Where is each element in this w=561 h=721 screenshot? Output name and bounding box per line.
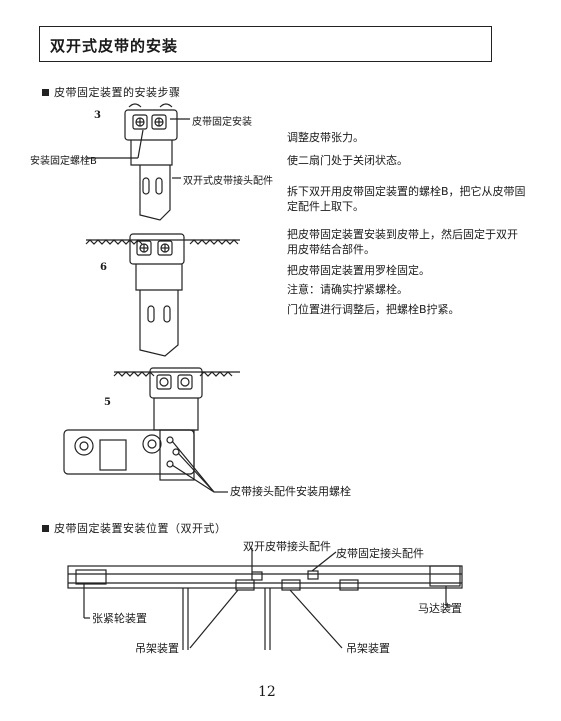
figure-3-drawing xyxy=(86,103,190,221)
title-box: 双开式皮带的安装 xyxy=(39,26,492,62)
label-hanger-right: 吊架装置 xyxy=(346,642,390,655)
step-3: 拆下双开用皮带固定装置的螺栓B，把它从皮带固定配件上取下。 xyxy=(287,185,526,213)
label-fix-joint: 皮带固定接头配件 xyxy=(336,547,424,560)
figure-number-5: 5 xyxy=(104,397,111,408)
section-title: 皮带固定装置安装位置（双开式） xyxy=(54,522,227,535)
figure-number-3: 3 xyxy=(94,110,101,121)
section-title: 皮带固定装置的安装步骤 xyxy=(54,86,181,99)
label-mount-bolt-b: 安装固定螺栓B xyxy=(30,156,97,167)
section-header-steps: 皮带固定装置的安装步骤 xyxy=(42,84,181,100)
label-double-joint: 双开皮带接头配件 xyxy=(243,540,331,553)
label-joint-bolts: 皮带接头配件安装用螺栓 xyxy=(230,485,351,498)
figure-6-drawing xyxy=(85,233,240,357)
label-tensioner: 张紧轮装置 xyxy=(92,612,147,625)
step-4: 把皮带固定装置安装到皮带上，然后固定于双开用皮带结合部件。 xyxy=(287,228,518,256)
step-6: 注意：请确实拧紧螺栓。 xyxy=(287,283,408,296)
figure-number-6: 6 xyxy=(100,262,107,273)
bullet-square-icon xyxy=(42,524,49,532)
figure-5-drawing xyxy=(63,367,240,493)
track-assembly-drawing xyxy=(67,548,463,650)
page-title: 双开式皮带的安装 xyxy=(50,37,179,55)
bullet-square-icon xyxy=(42,88,49,96)
label-motor: 马达装置 xyxy=(418,602,462,615)
page-number: 12 xyxy=(258,684,276,700)
label-belt-fixing-mount: 皮带固定安装 xyxy=(192,117,252,128)
step-7: 门位置进行调整后，把螺栓B拧紧。 xyxy=(287,303,460,316)
label-hanger-left: 吊架装置 xyxy=(135,642,179,655)
step-2: 使二扇门处于关闭状态。 xyxy=(287,154,408,167)
label-double-belt-joint: 双开式皮带接头配件 xyxy=(183,176,273,187)
step-1: 调整皮带张力。 xyxy=(287,131,364,144)
section-header-position: 皮带固定装置安装位置（双开式） xyxy=(42,520,227,536)
step-5: 把皮带固定装置用罗栓固定。 xyxy=(287,264,430,277)
